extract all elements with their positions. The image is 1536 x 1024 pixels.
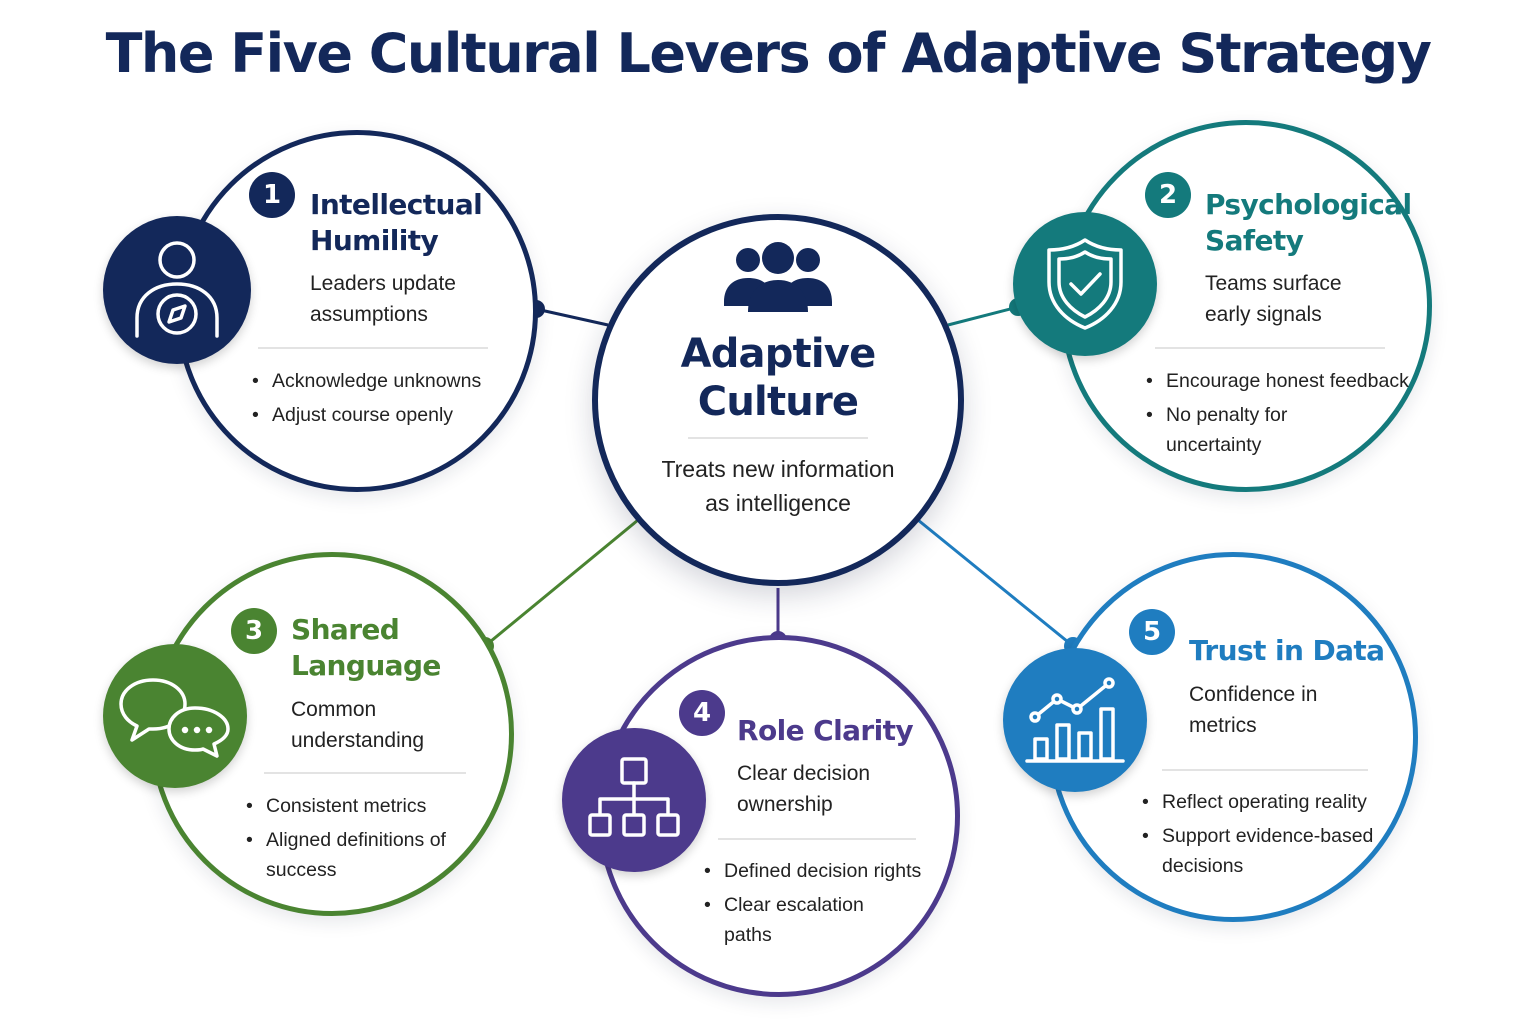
lever-4-bullets: Defined decision rights Clear escalation…: [702, 856, 934, 954]
connector-lever-1: [535, 307, 609, 327]
lever-5-subtitle: Confidence in metrics: [1189, 683, 1318, 737]
lever-3-bullet: Consistent metrics: [244, 791, 459, 821]
lever-4-bullet: Defined decision rights: [702, 856, 934, 886]
lever-1-bullet: Acknowledge unknowns: [250, 366, 520, 396]
lever-3-subtitle: Common understanding: [291, 698, 425, 752]
lever-3-bullets: Consistent metrics Aligned definitions o…: [244, 791, 459, 889]
lever-1-number-badge: 1: [249, 172, 295, 218]
lever-5-divider: [1162, 769, 1368, 771]
connector-lever-5: [917, 518, 1074, 648]
lever-5-number-badge: 5: [1129, 609, 1175, 655]
lever-1-divider: [258, 347, 488, 349]
lever-2-bullet: No penalty for uncertainty: [1144, 400, 1326, 460]
shield-check-icon: [1047, 238, 1123, 330]
lever-5-bullets: Reflect operating reality Support eviden…: [1140, 787, 1390, 885]
bar-chart-trend-icon: [1025, 677, 1125, 763]
team-icon: [724, 242, 832, 312]
lever-1-bullets: Acknowledge unknowns Adjust course openl…: [250, 366, 520, 434]
lever-2-bullet: Encourage honest feedback: [1144, 366, 1409, 396]
lever-1-bullet: Adjust course openly: [250, 400, 520, 430]
lever-4-number-badge: 4: [679, 690, 725, 736]
lever-5-icon-bubble: [1003, 648, 1147, 792]
center-divider: [688, 437, 868, 439]
lever-1-icon-bubble: [103, 216, 251, 364]
lever-2-icon-bubble: [1013, 212, 1157, 356]
speech-bubbles-icon: [119, 678, 230, 758]
lever-3-icon-bubble: [103, 644, 247, 788]
center-icon-wrap: [722, 240, 834, 314]
center-title: Adaptive Culture: [680, 331, 877, 425]
center-circle: [592, 214, 964, 586]
lever-4-divider: [718, 838, 916, 840]
lever-4-bullet: Clear escalation paths: [702, 890, 884, 950]
person-compass-icon: [135, 241, 219, 338]
lever-2-subtitle: Teams surface early signals: [1205, 272, 1342, 326]
page-title: The Five Cultural Levers of Adaptive Str…: [105, 22, 1432, 85]
org-chart-icon: [588, 757, 680, 837]
lever-5-title: Trust in Data: [1189, 634, 1385, 667]
connector-lever-3: [484, 518, 639, 648]
lever-5-bullet: Support evidence-based decisions: [1140, 821, 1390, 881]
lever-2-divider: [1155, 347, 1385, 349]
lever-4-title: Role Clarity: [737, 714, 914, 747]
lever-2-title: Psychological Safety: [1205, 188, 1412, 257]
connector-lever-2: [947, 305, 1019, 327]
lever-3-title: Shared Language: [291, 613, 441, 682]
lever-3-number-badge: 3: [231, 608, 277, 654]
lever-4-subtitle: Clear decision ownership: [737, 762, 871, 816]
lever-2-bullets: Encourage honest feedback No penalty for…: [1144, 366, 1409, 464]
lever-1-title: Intellectual Humility: [310, 188, 483, 257]
lever-4-icon-bubble: [562, 728, 706, 872]
lever-3-divider: [264, 772, 466, 774]
lever-1-subtitle: Leaders update assumptions: [310, 272, 456, 326]
center-subtitle: Treats new information as intelligence: [661, 456, 895, 516]
lever-2-number-badge: 2: [1145, 172, 1191, 218]
lever-3-bullet: Aligned definitions of success: [244, 825, 459, 885]
lever-5-bullet: Reflect operating reality: [1140, 787, 1390, 817]
